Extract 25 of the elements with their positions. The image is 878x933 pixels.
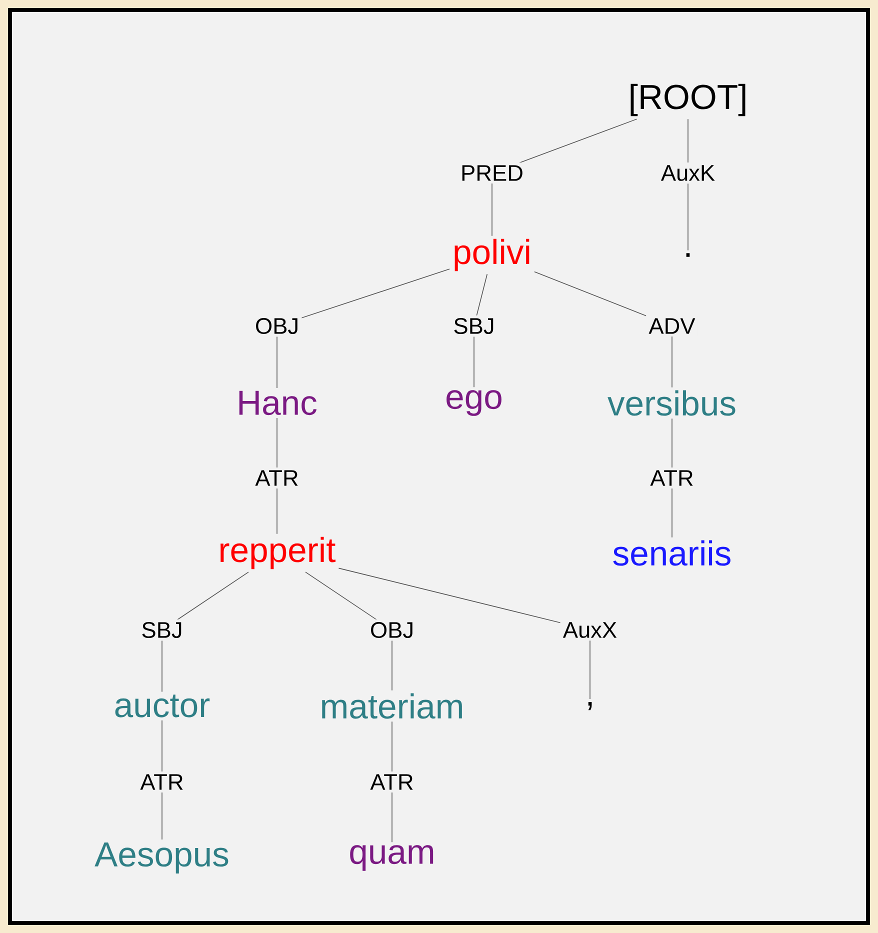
edge-label: PRED (458, 162, 526, 184)
word: senariis (613, 540, 730, 566)
word: . (686, 253, 690, 257)
edge-label: AuxX (560, 619, 620, 641)
edge-label: ATR (648, 468, 696, 488)
edge-label: ATR (368, 772, 416, 792)
word: Aesopus (94, 842, 228, 874)
edge-label: AuxK (658, 162, 718, 184)
word: polivi (454, 238, 530, 272)
word: auctor (115, 694, 210, 718)
edge-label: SBJ (450, 315, 498, 337)
word: materiam (322, 693, 462, 719)
edge-label: SBJ (138, 619, 186, 641)
edge-label: OBJ (367, 619, 417, 641)
edge-label: ATR (252, 468, 302, 488)
word: quam (350, 845, 434, 871)
word: versibus (608, 390, 736, 416)
word: , (588, 702, 592, 710)
word: Hanc (239, 390, 317, 416)
edge-label: ADV (646, 316, 698, 336)
word: ego (446, 390, 502, 416)
word: repperit (220, 536, 336, 570)
edge-label: ATR (138, 772, 186, 792)
word: [ROOT] (630, 84, 746, 116)
edge-label: OBJ (252, 315, 302, 337)
